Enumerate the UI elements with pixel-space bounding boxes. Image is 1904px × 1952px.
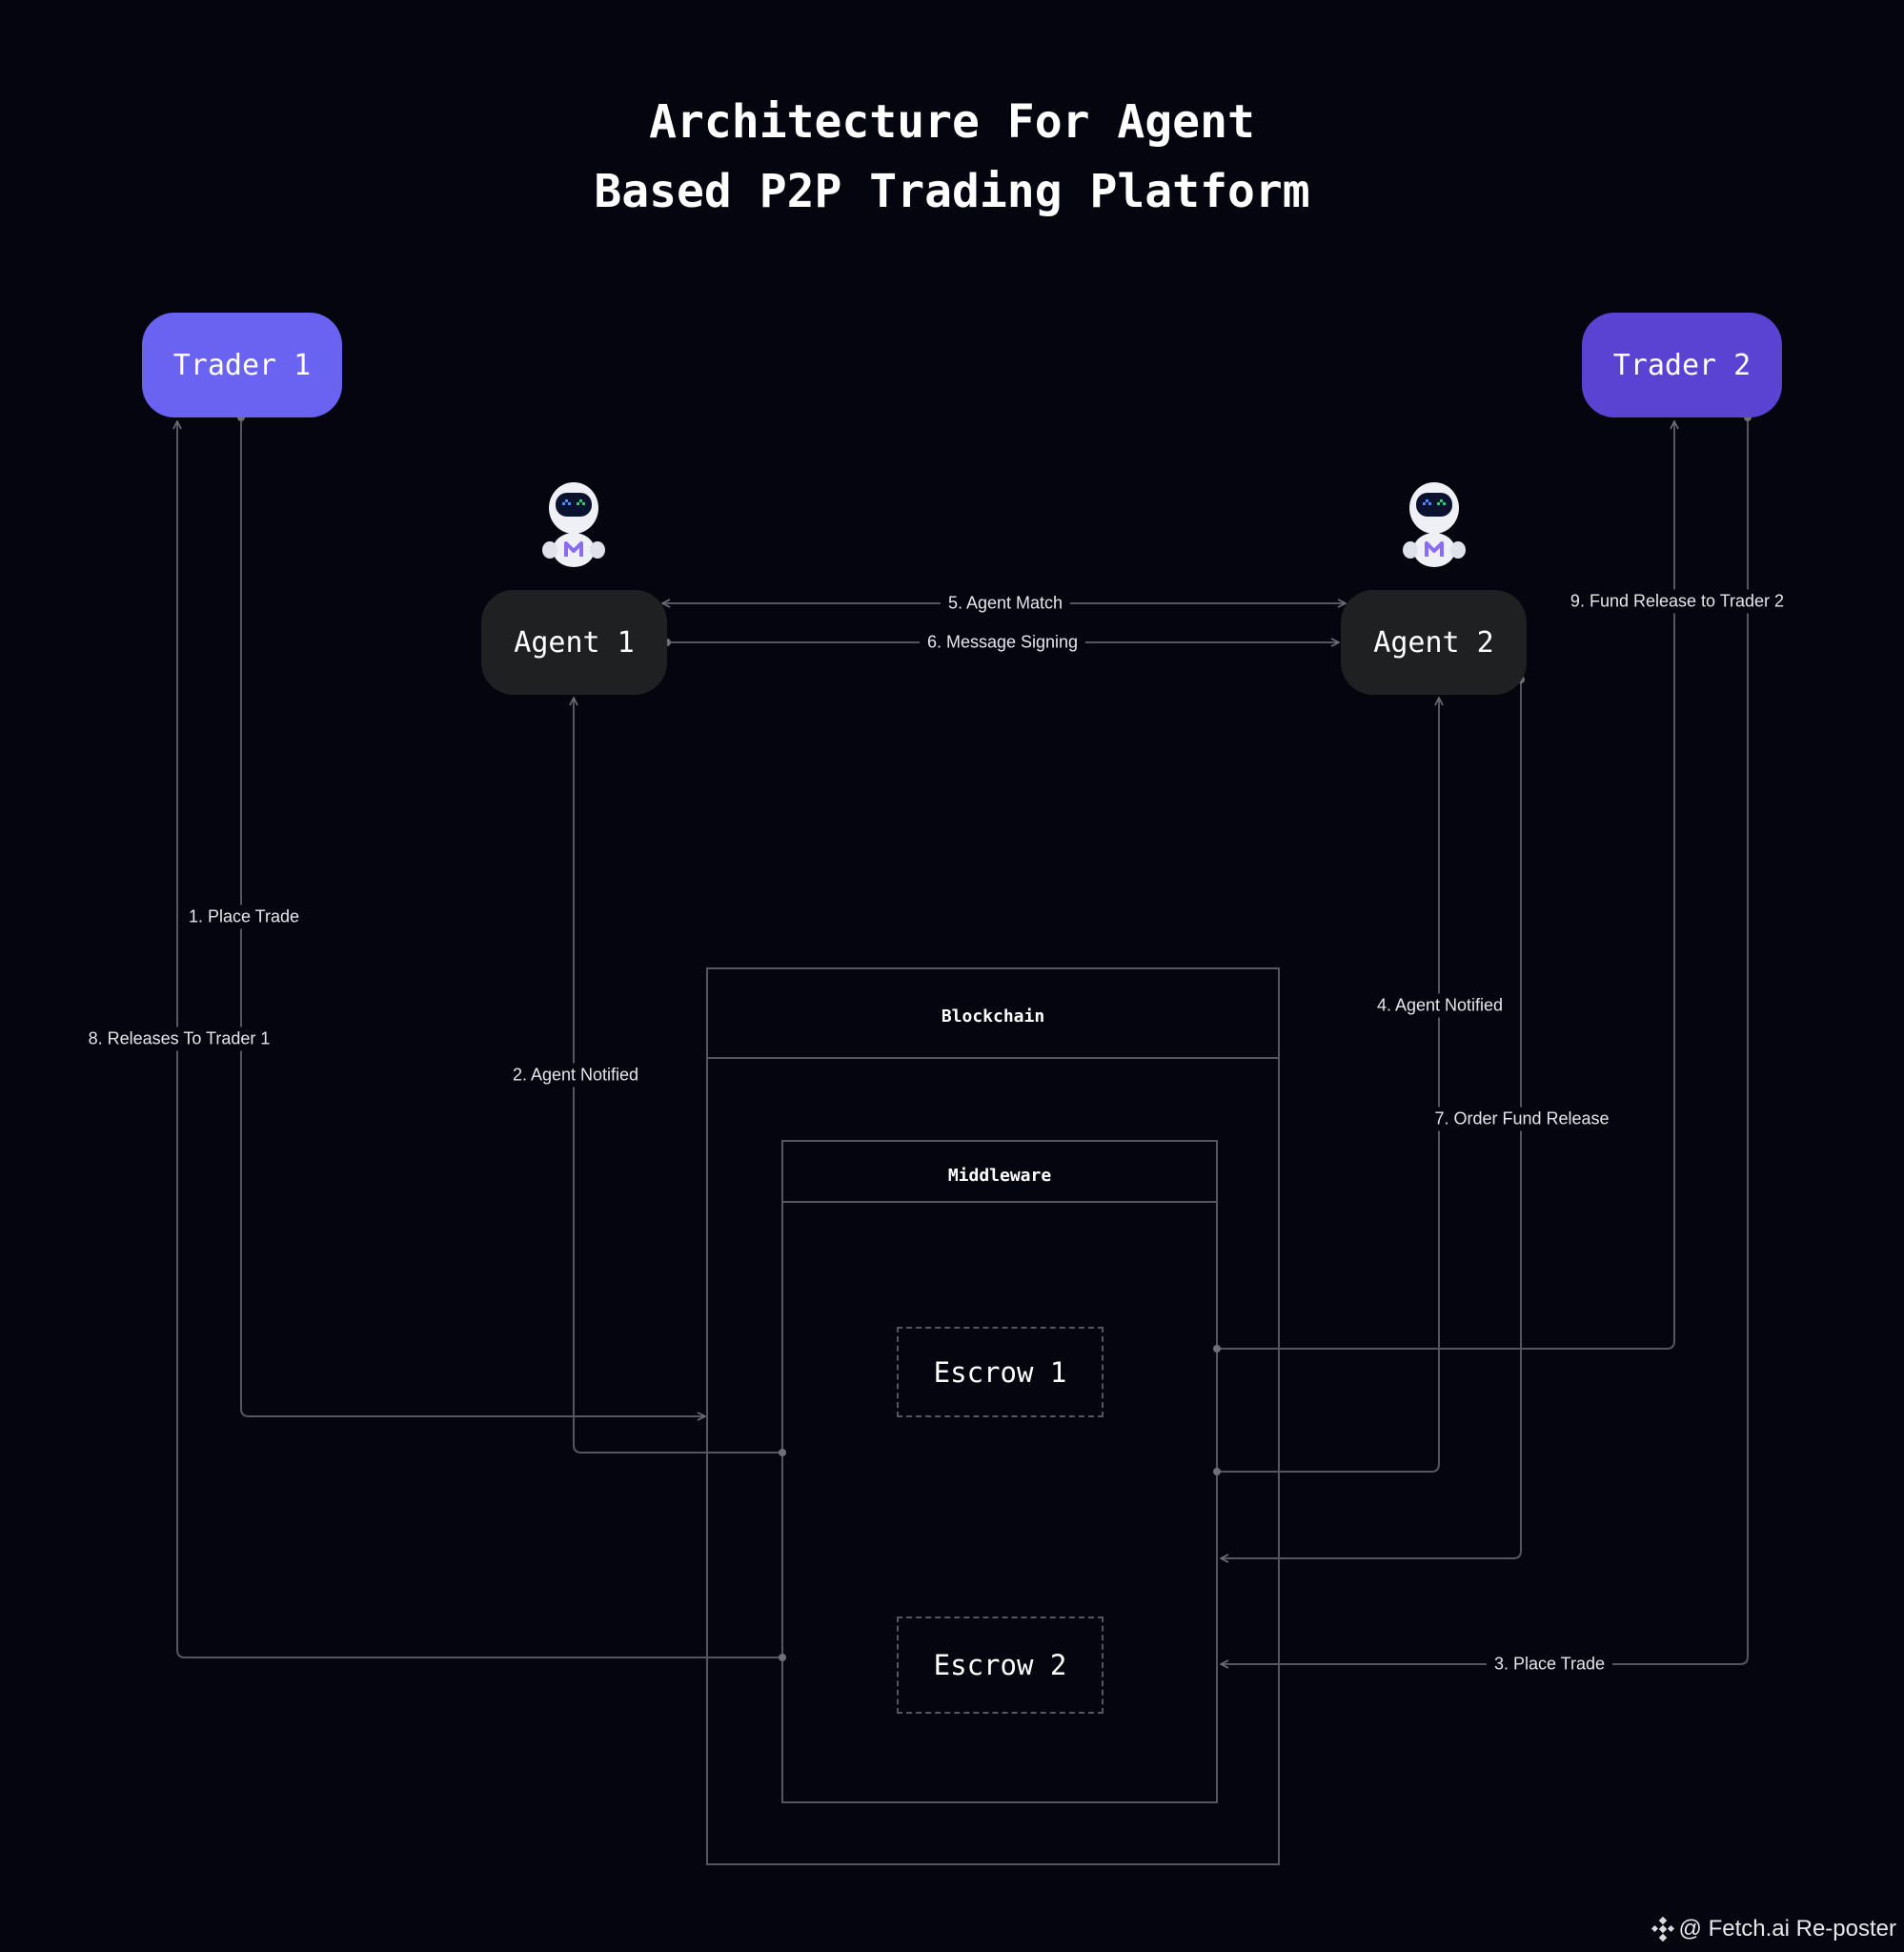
edge-dot xyxy=(779,1449,786,1456)
edge-label-3: 3. Place Trade xyxy=(1486,1652,1613,1677)
edge-8-releases-to-trader1 xyxy=(177,421,782,1658)
edge-label-7: 7. Order Fund Release xyxy=(1427,1107,1617,1131)
escrow-1-box: Escrow 1 xyxy=(897,1327,1104,1417)
trader-1-node: Trader 1 xyxy=(142,313,342,417)
footer-text: @ Fetch.ai Re-poster xyxy=(1678,1916,1896,1942)
edge-dot xyxy=(1213,1468,1221,1475)
footer-credit: @ Fetch.ai Re-poster xyxy=(1651,1916,1896,1942)
edge-label-2: 2. Agent Notified xyxy=(504,1063,647,1088)
edge-2-agent-notified xyxy=(574,698,782,1454)
diagram-title: Architecture For Agent Based P2P Trading… xyxy=(0,88,1904,227)
edge-label-1: 1. Place Trade xyxy=(180,905,308,929)
agent-2-node: Agent 2 xyxy=(1341,590,1527,695)
edge-4-agent-notified xyxy=(1217,698,1439,1473)
agent-2-robot-icon xyxy=(1403,482,1466,567)
middleware-label: Middleware xyxy=(947,1166,1052,1186)
edge-3-place-trade xyxy=(1221,417,1749,1664)
title-line-2: Based P2P Trading Platform xyxy=(594,165,1310,218)
blockchain-label: Blockchain xyxy=(941,1006,1045,1027)
agent-1-robot-icon xyxy=(542,482,605,567)
edge-label-6: 6. Message Signing xyxy=(919,630,1086,655)
edge-label-8: 8. Releases To Trader 1 xyxy=(80,1027,278,1051)
escrow-2-box: Escrow 2 xyxy=(897,1616,1104,1714)
agent-1-node: Agent 1 xyxy=(481,590,667,695)
edge-dot xyxy=(779,1654,786,1661)
edge-7-order-fund-release xyxy=(1221,680,1522,1558)
edge-1-place-trade xyxy=(240,417,705,1416)
edge-label-5: 5. Agent Match xyxy=(940,591,1071,616)
edge-label-4: 4. Agent Notified xyxy=(1368,993,1511,1018)
edge-label-9: 9. Fund Release to Trader 2 xyxy=(1562,589,1793,614)
edge-9-fund-release-trader2 xyxy=(1217,421,1674,1350)
blockchain-box xyxy=(706,967,1280,1865)
edge-dot xyxy=(1213,1345,1221,1352)
title-line-1: Architecture For Agent xyxy=(649,95,1255,149)
trader-2-node: Trader 2 xyxy=(1582,313,1782,417)
binance-diamond-icon xyxy=(1651,1917,1674,1942)
